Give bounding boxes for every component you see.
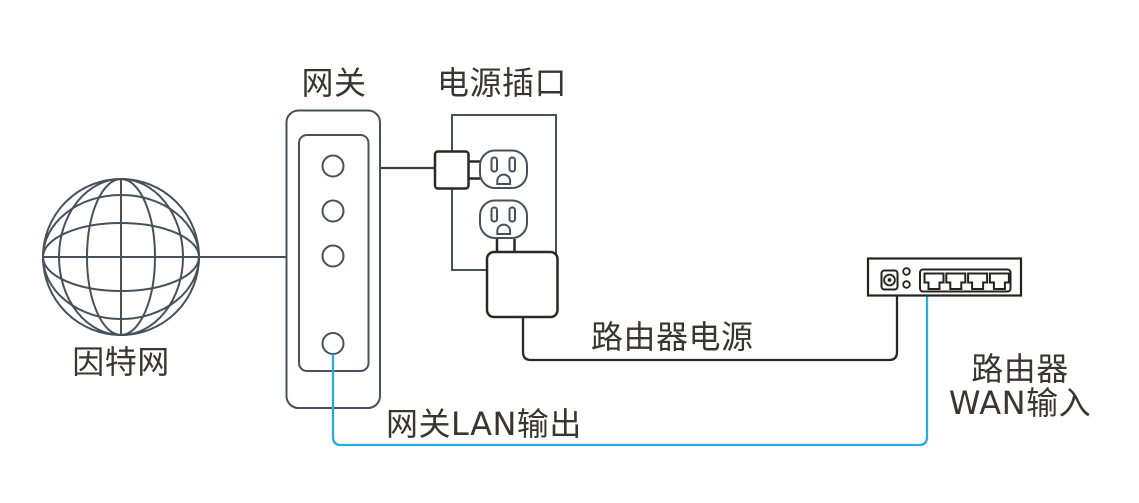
router-power-label: 路由器电源 [591, 318, 754, 356]
router-wan-label: 路由器 WAN输入 [920, 352, 1120, 420]
router-lan-port-2 [967, 272, 989, 290]
gateway-port-1 [321, 154, 345, 178]
wall-outlet-icon [433, 114, 559, 319]
router-lan-port-1 [945, 272, 967, 290]
router-wan-port [923, 272, 945, 290]
outlet-plate [451, 114, 557, 271]
router-port-block [919, 268, 1012, 293]
internet-globe-icon [42, 178, 200, 336]
outlet-socket-bottom [479, 199, 528, 239]
router-led-top [902, 267, 911, 276]
gateway-port-2 [321, 199, 345, 223]
router-wan-label-line1: 路由器 [971, 350, 1069, 388]
gateway-lan-output-label: 网关LAN输出 [386, 405, 582, 443]
router-power-cable [521, 294, 899, 362]
power-adapter-icon [485, 239, 559, 319]
power-outlet-label: 电源插口 [437, 64, 568, 102]
gateway-port-4 [321, 332, 345, 355]
router-led-bottom [902, 280, 911, 289]
router-device-icon [866, 257, 1023, 297]
router-dc-jack [880, 269, 899, 291]
outlet-socket-top [479, 149, 528, 189]
gateway-port-3 [321, 244, 345, 268]
router-lan-port-3 [988, 272, 1010, 290]
ethernet-plug-icon [433, 150, 481, 190]
internet-label: 因特网 [72, 343, 170, 381]
router-wan-label-line2: WAN输入 [948, 384, 1092, 422]
gateway-lan-cable [331, 294, 929, 447]
gateway-label: 网关 [301, 64, 367, 102]
